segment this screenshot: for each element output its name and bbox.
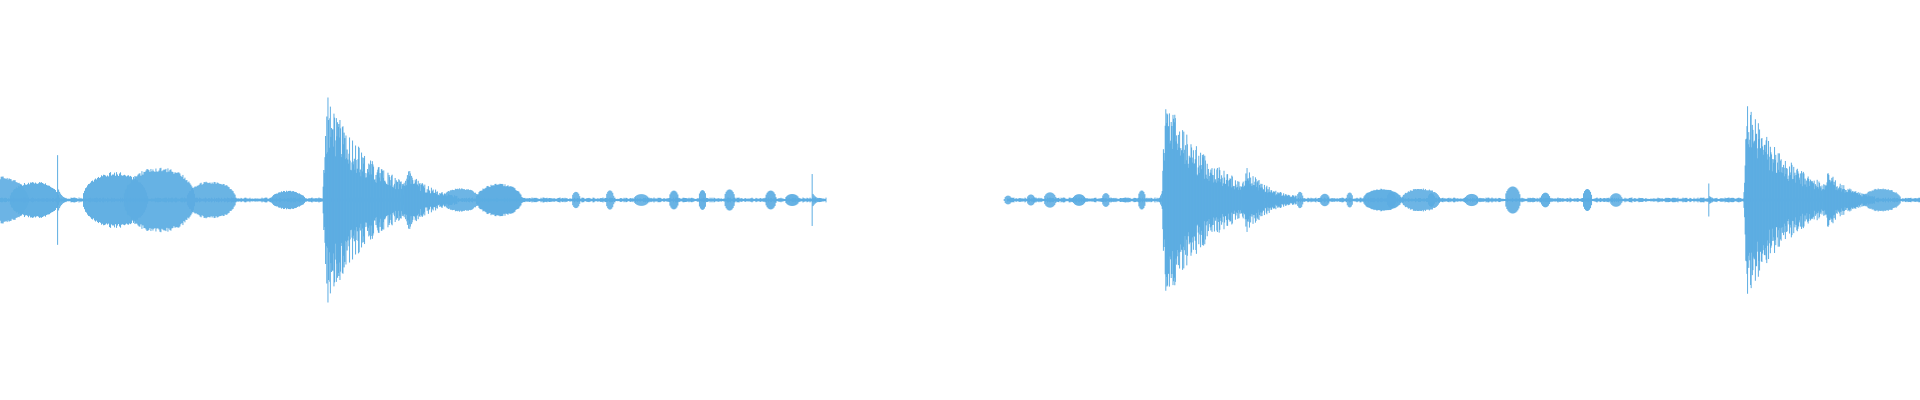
waveform-burst-1-2 — [1241, 168, 1297, 232]
waveform-blob-0-10 — [475, 183, 523, 217]
waveform-spike-1-6 — [1708, 183, 1723, 217]
waveform-blob-1-9 — [1861, 188, 1901, 212]
waveform-blob-0-9 — [440, 188, 480, 212]
waveform-blob-0-6 — [269, 190, 306, 210]
waveform-segment-2 — [1003, 106, 1920, 294]
waveform-blob-0-5 — [185, 181, 237, 219]
waveform-segment-1 — [0, 97, 827, 303]
waveform-burst-1-1 — [1161, 109, 1263, 291]
waveform-spike-0-2 — [57, 155, 72, 245]
waveform-ticks-0-11 — [571, 189, 800, 211]
waveform-blob-0-1 — [8, 182, 60, 218]
waveform-burst-0-7 — [322, 97, 424, 303]
waveform-burst-1-7 — [1742, 106, 1842, 294]
waveform-spike-0-12 — [811, 174, 826, 226]
waveform-blob-0-4 — [122, 167, 196, 233]
waveform-blob-1-5 — [1400, 188, 1440, 212]
waveform-blob-1-4 — [1362, 188, 1402, 212]
